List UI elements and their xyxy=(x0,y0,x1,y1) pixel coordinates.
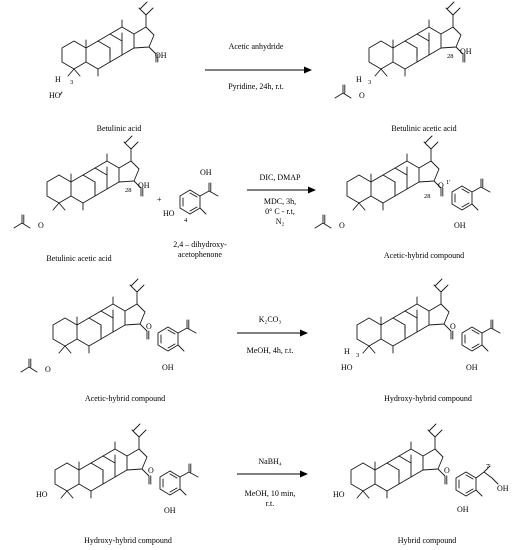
atom-o: O xyxy=(45,365,51,374)
arrow-step-4 xyxy=(237,470,308,478)
molecule-hydroxy-hybrid-2: O OH HO xyxy=(36,423,199,515)
atom-o: O xyxy=(444,466,450,475)
atom-ho: HO xyxy=(341,363,353,372)
atom-o: O xyxy=(438,181,444,190)
atom-o: O xyxy=(359,91,365,100)
atom-o: O xyxy=(148,466,154,475)
reagent-dic-dmap: DIC, DMAP xyxy=(260,173,301,182)
molecule-betulinic-acetic-acid-1: OH 28 H 3 O xyxy=(334,1,472,100)
atom-o: O xyxy=(146,322,152,331)
label-c28: 28 xyxy=(125,187,132,194)
atom-ho: HO xyxy=(333,490,345,499)
label-betulinic-acetic-acid-1: Betulinic acetic acid xyxy=(391,124,456,133)
atom-oh: OH xyxy=(200,168,212,177)
atom-oh: OH xyxy=(164,506,176,515)
arrow-step-2 xyxy=(247,186,316,194)
arrow-step-1 xyxy=(205,66,312,74)
molecule-dihydroxyacetophenone: OH HO 4 xyxy=(163,168,219,224)
atom-o: O xyxy=(450,322,456,331)
molecule-hydroxy-hybrid-1: O OH H 3 HO xyxy=(341,278,501,372)
condition-rt: r.t. xyxy=(266,499,274,508)
atom-h: H xyxy=(344,347,350,356)
condition-meoh-4h: MeOH, 4h, r.t. xyxy=(247,346,294,355)
label-c3: 3 xyxy=(70,79,73,86)
atom-oh-7p: OH xyxy=(497,484,509,493)
label-c28: 28 xyxy=(424,193,431,200)
atom-oh: OH xyxy=(460,47,472,56)
atom-h: H xyxy=(356,75,362,84)
label-betulinic-acid: Betulinic acid xyxy=(97,124,142,133)
atom-oh: OH xyxy=(155,51,167,60)
reagent-acetic-anhydride: Acetic anhydride xyxy=(229,42,284,51)
label-c7p: 7' xyxy=(486,463,490,470)
label-hybrid: Hybrid compound xyxy=(398,536,456,545)
atom-oh: OH xyxy=(466,363,478,372)
label-dihydroxy-line1: 2,4 – dihydroxy- xyxy=(173,240,227,249)
label-acetic-hybrid-2: Acetic-hybrid compound xyxy=(85,394,165,403)
molecule-acetic-hybrid-2: O OH O xyxy=(20,278,197,374)
condition-pyridine: Pyridine, 24h, r.t. xyxy=(228,82,284,91)
condition-mdc: MDC, 3h, xyxy=(264,197,296,206)
atom-oh: OH xyxy=(162,363,174,372)
label-betulinic-acetic-acid-2: Betulinic acetic acid xyxy=(46,254,111,263)
reagent-nabh4: NaBH₄ xyxy=(258,457,281,466)
plus-sign: + xyxy=(157,195,162,204)
label-hydroxy-hybrid-1: Hydroxy-hybrid compound xyxy=(384,394,472,403)
atom-oh: OH xyxy=(454,221,466,230)
arrow-step-3 xyxy=(237,329,308,337)
atom-ho: HO xyxy=(163,209,175,218)
condition-atmosphere: N₂ xyxy=(276,217,285,226)
atom-o: O xyxy=(38,221,44,230)
atom-ho: HO xyxy=(49,91,61,100)
label-c4: 4 xyxy=(184,217,188,224)
atom-h: H xyxy=(55,75,61,84)
molecule-hybrid: O 7' OH OH HO xyxy=(333,423,509,514)
molecule-betulinic-acid: OH H 3 HO xyxy=(49,1,167,100)
condition-meoh-10min: MeOH, 10 min, xyxy=(245,489,296,498)
label-c28: 28 xyxy=(447,53,454,60)
molecule-acetic-hybrid-1: O 1' 28 OH O xyxy=(314,135,491,230)
label-c3: 3 xyxy=(356,352,359,359)
atom-oh: OH xyxy=(457,505,469,514)
label-dihydroxy-line2: acetophenone xyxy=(178,250,222,259)
label-hydroxy-hybrid-2: Hydroxy-hybrid compound xyxy=(84,536,172,545)
label-c1p: 1' xyxy=(446,179,450,186)
atom-ho: HO xyxy=(36,490,48,499)
atom-o: O xyxy=(339,221,345,230)
reagent-k2co3: K₂CO₃ xyxy=(259,315,282,324)
label-acetic-hybrid-1: Acetic-hybrid compound xyxy=(384,251,464,260)
condition-temperature: 0° C - r.t, xyxy=(265,207,295,216)
atom-oh: OH xyxy=(138,181,150,190)
label-c3: 3 xyxy=(368,79,371,86)
molecule-betulinic-acetic-acid-2: OH 28 O xyxy=(13,135,150,230)
